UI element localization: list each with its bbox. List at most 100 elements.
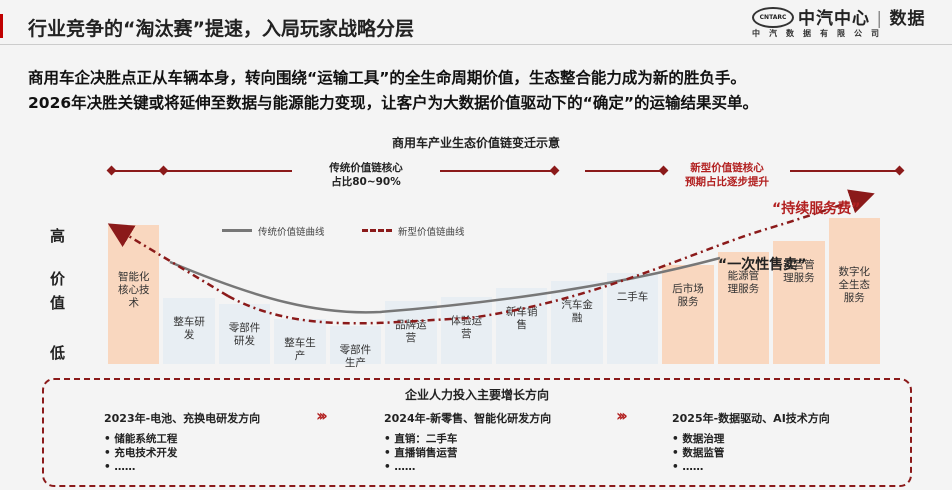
bar-label-line: 后市场 — [672, 283, 704, 295]
logo-company: 中汽中心 — [798, 9, 870, 29]
panel-column-2024: 2024年-新零售、智能化研发方向 • 直销：二手车 • 直播销售运营 • …… — [384, 410, 551, 474]
bar-label-line: 品牌运 — [395, 319, 427, 331]
bar-label-line: 汽车金 — [561, 299, 593, 311]
lead-line-2: 2026年决胜关键或将延伸至数据与能源能力变现，让客户为大数据价值驱动下的“确定… — [28, 94, 759, 112]
bar-label: 运营管理服务 — [773, 259, 824, 285]
slide-title: 行业竞争的“淘汰赛”提速，入局玩家战略分层 — [28, 18, 414, 40]
y-axis-low: 低 — [50, 344, 66, 362]
panel-title: 企业人力投入主要增长方向 — [404, 388, 549, 402]
logo-name: 中汽中心 | 数据 — [798, 9, 926, 29]
traditional-curve — [169, 256, 721, 314]
diagram-title: 商用车产业生态价值链变迁示意 — [391, 136, 560, 150]
panel-column-2025: 2025年-数据驱动、AI技术方向 • 数据治理 • 数据监管 • …… — [672, 410, 830, 474]
value-chain-bar: 运营管理服务 — [773, 241, 825, 364]
bar-label: 新车销售 — [496, 306, 547, 332]
company-logo: CNTARC 中汽中心 | 数据 中汽数据有限公司 — [752, 4, 948, 44]
chevron-right-icon: ››› — [316, 406, 328, 425]
bar-label: 二手车 — [607, 291, 658, 304]
value-chain-bars: 智能化核心技术整车研发零部件研发整车生产零部件生产品牌运营体验运营新车销售汽车金… — [108, 218, 880, 369]
traditional-range-line-left — [112, 170, 292, 172]
list-item: • …… — [672, 461, 704, 473]
bar-label-line: 研发 — [234, 335, 256, 347]
value-chain-bar: 零部件生产 — [329, 326, 382, 369]
value-chain-bar: 后市场服务 — [662, 265, 714, 364]
new-range-line-left — [585, 170, 665, 172]
traditional-range-line-right — [440, 170, 558, 172]
new-core-share: 预期占比逐步提升 — [685, 176, 769, 188]
legend-traditional-swatch — [222, 229, 252, 232]
bar-label-line: 营 — [405, 332, 417, 344]
list-item: • 充电技术开发 — [104, 447, 178, 459]
bar-label-line: 零部件 — [339, 344, 372, 356]
value-chain-bar: 数字化全生态服务 — [828, 218, 880, 364]
traditional-core-share: 占比80~90% — [331, 176, 401, 188]
bar-label-line: 生产 — [344, 357, 366, 369]
bar-label-line: 能源管 — [727, 270, 760, 282]
bar-label-line: 核心技 — [117, 284, 150, 296]
callout-continuous-service: “持续服务费” — [772, 201, 861, 217]
bar-label-line: 运营管 — [783, 259, 815, 271]
bar-label-line: 理服务 — [727, 283, 760, 295]
bar-label: 整车研发 — [163, 316, 214, 342]
bar-label-line: 服务 — [843, 292, 865, 304]
chevron-right-icon: ››› — [616, 406, 628, 425]
bar-label-line: 融 — [571, 312, 583, 324]
bar-label-line: 数字化 — [838, 266, 871, 278]
header-divider — [0, 44, 952, 45]
new-range-line-right — [790, 170, 900, 172]
bar-label-line: 产 — [294, 350, 306, 362]
bar-label-line: 整车生 — [284, 337, 316, 349]
list-item: • 数据治理 — [672, 433, 725, 445]
value-chain-bar: 零部件研发 — [218, 304, 271, 364]
value-chain-bar: 二手车 — [606, 273, 659, 364]
y-axis-value-1: 价 — [50, 270, 66, 288]
logo-badge: CNTARC — [752, 7, 794, 28]
list-item: • 数据监管 — [672, 447, 725, 459]
bar-label: 零部件研发 — [219, 322, 270, 348]
y-axis-high: 高 — [50, 227, 66, 245]
logo-section: 数据 — [889, 9, 926, 29]
bar-label-line: 零部件 — [228, 322, 261, 334]
column-title: 2024年-新零售、智能化研发方向 — [384, 412, 552, 425]
bar-label: 后市场服务 — [662, 283, 713, 309]
traditional-core-title: 传统价值链核心 — [329, 162, 403, 174]
bar-label: 汽车金融 — [551, 299, 602, 325]
logo-subtitle: 中汽数据有限公司 — [752, 29, 888, 38]
bar-label-line: 智能化 — [117, 271, 150, 283]
value-chain-bar: 体验运营 — [440, 297, 492, 364]
bar-label-line: 整车研 — [173, 316, 205, 328]
column-title: 2025年-数据驱动、AI技术方向 — [672, 412, 830, 425]
bar-label-line: 发 — [183, 329, 195, 341]
bar-label-line: 术 — [128, 297, 139, 309]
lead-line-1: 商用车企决胜点正从车辆本身，转向围绕“运输工具”的全生命周期价值，生态整合能力成… — [28, 69, 746, 87]
value-chain-bar: 整车研发 — [163, 298, 215, 364]
bar-label: 品牌运营 — [385, 319, 436, 345]
list-item: • 储能系统工程 — [104, 433, 178, 445]
traditional-core-label: 传统价值链核心 占比80~90% — [300, 161, 432, 189]
value-chain-bar: 整车生产 — [274, 319, 326, 364]
new-curve — [227, 189, 875, 325]
bar-label: 数字化全生态服务 — [829, 266, 880, 305]
value-chain-bar: 能源管理服务 — [717, 252, 770, 364]
new-curve-left-arrow — [107, 223, 229, 298]
new-core-title: 新型价值链核心 — [690, 162, 764, 174]
bar-label-line: 营 — [461, 328, 472, 340]
bar-label-line: 全生态 — [838, 279, 871, 291]
legend-traditional-label: 传统价值链曲线 — [258, 227, 325, 238]
list-item: • …… — [104, 461, 136, 473]
bar-label-line: 二手车 — [616, 291, 649, 303]
bar-label: 能源管理服务 — [718, 270, 769, 296]
title-accent-bar — [0, 14, 3, 38]
bar-label-line: 售 — [516, 319, 527, 331]
panel-column-2023: 2023年-电池、充换电研发方向 • 储能系统工程 • 充电技术开发 • …… — [104, 410, 260, 474]
value-chain-bar: 汽车金融 — [551, 281, 603, 364]
callout-one-time-sale: “一次性售卖” — [718, 257, 807, 273]
list-item: • 直销：二手车 — [384, 433, 458, 445]
new-core-label: 新型价值链核心 预期占比逐步提升 — [668, 161, 786, 189]
list-item: • 直播销售运营 — [384, 447, 458, 459]
bar-label: 零部件生产 — [330, 344, 381, 370]
value-chain-bar: 新车销售 — [496, 288, 548, 364]
y-axis-value-2: 值 — [50, 294, 66, 312]
legend-new-label: 新型价值链曲线 — [398, 227, 465, 238]
